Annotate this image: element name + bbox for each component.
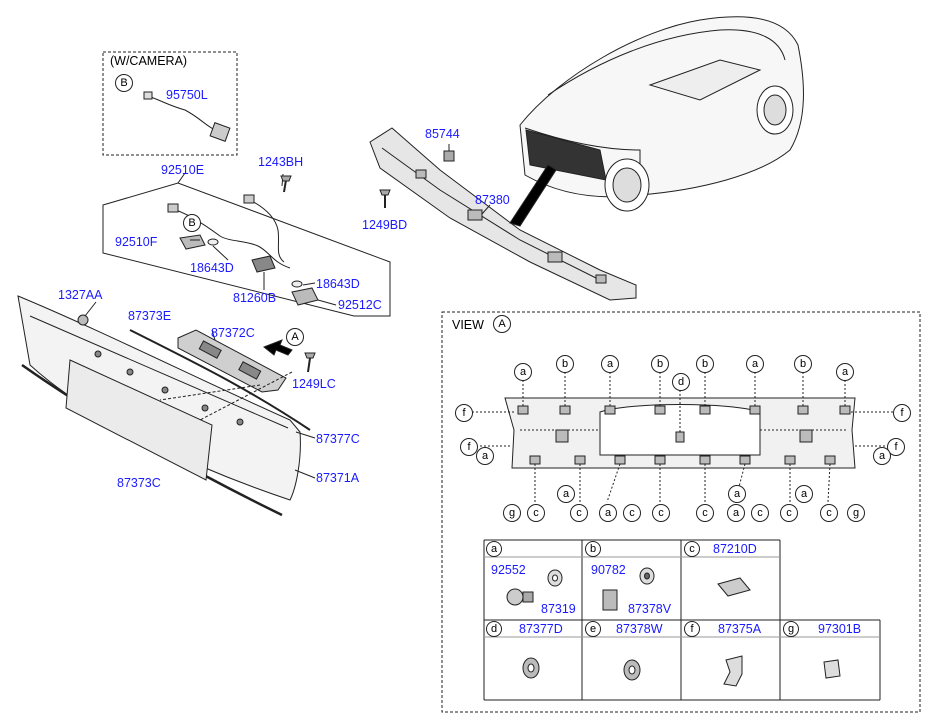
view-callout-side-right: f	[887, 438, 905, 456]
table-cell-letter: c	[684, 541, 700, 557]
view-callout-top: a	[514, 363, 532, 381]
view-callout-side-right: a	[873, 447, 891, 465]
view-callout-bottom: c	[696, 504, 714, 522]
table-cell-letter: a	[486, 541, 502, 557]
view-callout-side-left: f	[455, 404, 473, 422]
view-callout-bottom: a	[795, 485, 813, 503]
part-1249BD[interactable]: 1249BD	[362, 218, 408, 232]
car-arrow	[509, 164, 557, 227]
part-87372C[interactable]: 87372C	[211, 326, 255, 340]
part-92510F[interactable]: 92510F	[115, 235, 158, 249]
part-18643D-a[interactable]: 18643D	[190, 261, 234, 275]
table-cell-letter: d	[486, 621, 502, 637]
view-a-frame	[441, 311, 921, 713]
part-87373C[interactable]: 87373C	[117, 476, 161, 490]
part-87378V[interactable]: 87378V	[628, 602, 672, 616]
upper-molding	[129, 329, 311, 431]
part-81260B[interactable]: 81260B	[233, 291, 277, 305]
part-95750L[interactable]: 95750L	[166, 88, 208, 102]
part-87210D[interactable]: 87210D	[713, 542, 757, 556]
camera-harness	[147, 95, 216, 131]
view-callout-side-left: a	[476, 447, 494, 465]
part-90782[interactable]: 90782	[591, 563, 626, 577]
view-callout-top: a	[601, 355, 619, 373]
view-callout-bottom: a	[557, 485, 575, 503]
part-87371A[interactable]: 87371A	[316, 471, 360, 485]
part-1243BH[interactable]: 1243BH	[258, 155, 304, 169]
view-arrow	[263, 339, 293, 356]
view-callout-bottom: c	[570, 504, 588, 522]
view-callout-bottom: g	[847, 504, 865, 522]
view-callout-top: b	[556, 355, 574, 373]
camera-box-title: (W/CAMERA)	[110, 54, 188, 68]
view-callout-bottom: c	[623, 504, 641, 522]
part-1249LC[interactable]: 1249LC	[292, 377, 336, 391]
view-callout-bottom: c	[820, 504, 838, 522]
camera-box-frame	[102, 51, 238, 156]
part-18643D-b[interactable]: 18643D	[316, 277, 360, 291]
table-cell-letter: b	[585, 541, 601, 557]
callout-b-2: B	[183, 214, 201, 232]
view-callout-mid: d	[672, 373, 690, 391]
view-callout-side-left: f	[460, 438, 478, 456]
view-callout: A	[493, 315, 511, 333]
callout-a: A	[286, 328, 304, 346]
part-92552[interactable]: 92552	[491, 563, 526, 577]
view-callout-bottom: a	[727, 504, 745, 522]
view-callout-top: b	[696, 355, 714, 373]
view-callout-bottom: a	[728, 485, 746, 503]
part-97301B[interactable]: 97301B	[818, 622, 862, 636]
part-87375A[interactable]: 87375A	[718, 622, 762, 636]
part-1327AA[interactable]: 1327AA	[58, 288, 103, 302]
view-callout-top: a	[746, 355, 764, 373]
part-85744[interactable]: 85744	[425, 127, 460, 141]
table-cell-letter: e	[585, 621, 601, 637]
part-87373E[interactable]: 87373E	[128, 309, 172, 323]
view-callout-bottom: g	[503, 504, 521, 522]
view-callout-top: b	[794, 355, 812, 373]
view-callout-bottom: c	[780, 504, 798, 522]
view-callout-top: a	[836, 363, 854, 381]
parts-table	[483, 539, 881, 701]
view-callout-bottom: a	[599, 504, 617, 522]
part-87319[interactable]: 87319	[541, 602, 576, 616]
view-callout-bottom: c	[652, 504, 670, 522]
view-callout-bottom: c	[527, 504, 545, 522]
table-cell-letter: f	[684, 621, 700, 637]
view-callout-bottom: c	[751, 504, 769, 522]
view-callout-top: b	[651, 355, 669, 373]
callout-b: B	[115, 74, 133, 92]
table-cell-letter: g	[783, 621, 799, 637]
part-92510E[interactable]: 92510E	[161, 163, 205, 177]
part-92512C[interactable]: 92512C	[338, 298, 382, 312]
part-87377C[interactable]: 87377C	[316, 432, 360, 446]
part-87377D[interactable]: 87377D	[519, 622, 563, 636]
reinforcement-bracket	[369, 127, 637, 301]
part-87378W[interactable]: 87378W	[616, 622, 663, 636]
part-87380[interactable]: 87380	[475, 193, 510, 207]
view-title: VIEW	[452, 318, 484, 332]
view-callout-side-right: f	[893, 404, 911, 422]
